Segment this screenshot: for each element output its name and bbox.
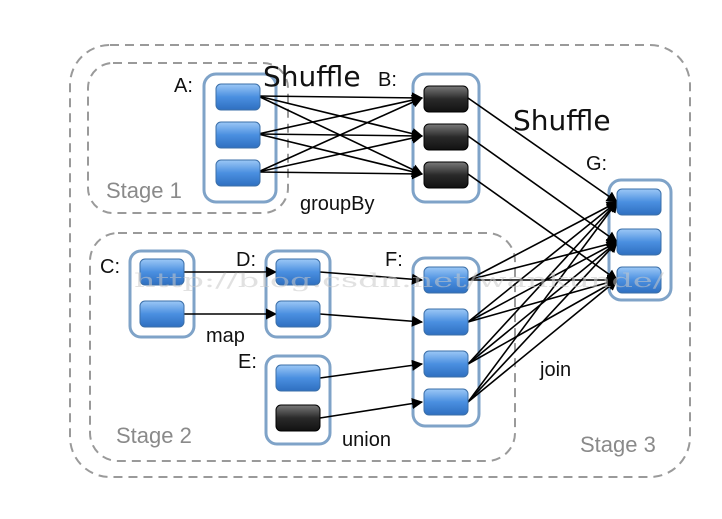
rdd-f-container	[411, 256, 481, 428]
stage3-boundary	[69, 44, 691, 478]
node-label-f: F:	[385, 249, 403, 271]
partition-f1	[423, 266, 469, 294]
stage1-label: Stage 1	[106, 178, 182, 203]
partition-a3	[215, 159, 261, 187]
partition-f2	[423, 308, 469, 336]
stage1-boundary	[87, 62, 289, 214]
node-label-d: D:	[236, 249, 256, 271]
partition-a2	[215, 121, 261, 149]
partition-e2	[275, 404, 321, 432]
partition-d2	[275, 300, 321, 328]
groupby-label: groupBy	[300, 193, 375, 215]
stage3-label: Stage 3	[580, 432, 656, 457]
partition-f3	[423, 350, 469, 378]
partition-g1	[616, 188, 662, 216]
shuffle-label-2: Shuffle	[513, 104, 611, 137]
partition-f4	[423, 388, 469, 416]
node-label-e: E:	[238, 351, 257, 373]
partition-b3	[423, 161, 469, 189]
partition-d1	[275, 258, 321, 286]
edges	[184, 92, 619, 419]
node-label-g: G:	[586, 153, 607, 175]
union-label: union	[342, 429, 391, 451]
partition-g2	[616, 228, 662, 256]
partition-g3	[616, 266, 662, 294]
node-label-b: B:	[378, 69, 397, 91]
partition-c2	[139, 300, 185, 328]
partition-a1	[215, 83, 261, 111]
watermark-text: http://blog.csdn.net/wankunde/	[134, 268, 664, 292]
node-label-c: C:	[100, 256, 120, 278]
partition-b2	[423, 123, 469, 151]
partition-e1	[275, 364, 321, 392]
stage2-boundary	[89, 232, 516, 462]
partition-c1	[139, 258, 185, 286]
stage2-label: Stage 2	[116, 423, 192, 448]
shuffle-label-1: Shuffle	[263, 60, 361, 93]
node-label-a: A:	[174, 75, 193, 97]
map-label: map	[206, 325, 245, 347]
partition-b1	[423, 85, 469, 113]
partitions	[139, 83, 662, 432]
join-label: join	[539, 359, 571, 381]
